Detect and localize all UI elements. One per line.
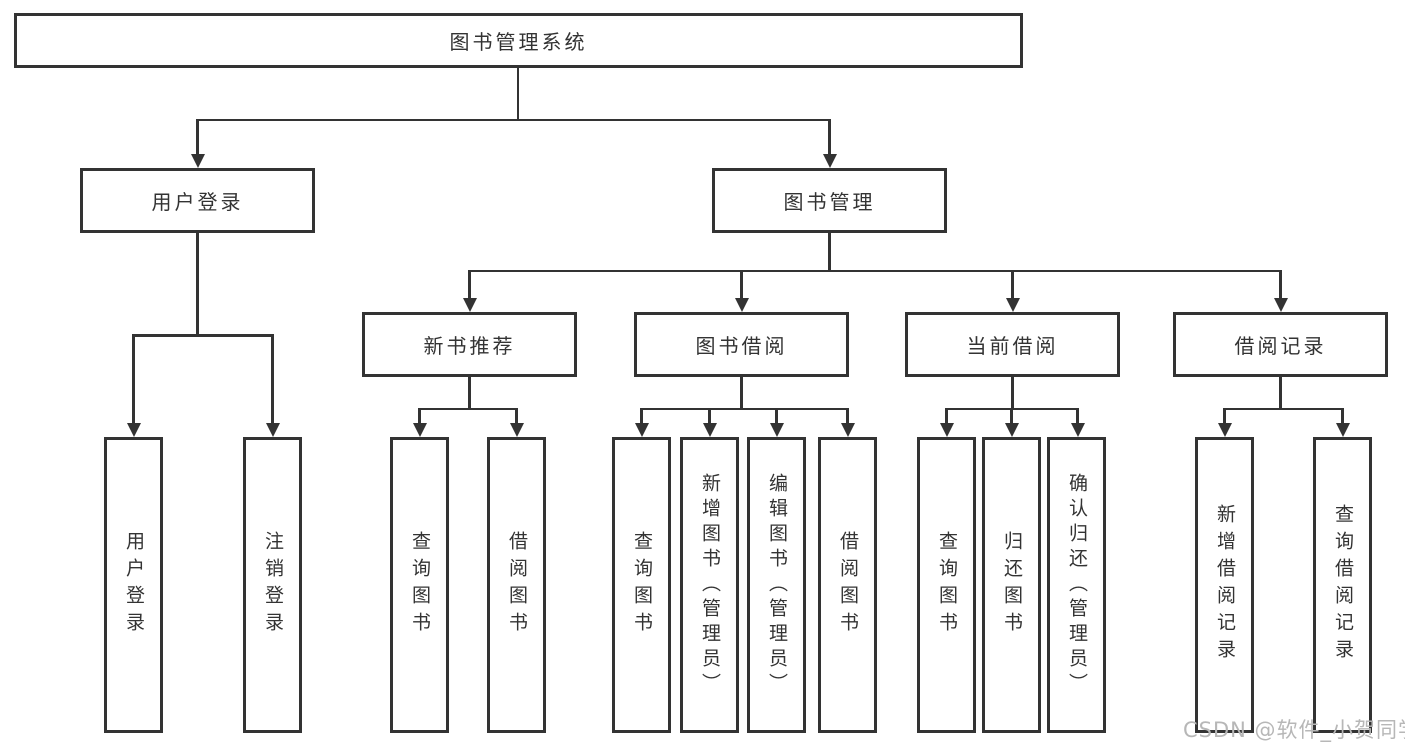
arrow-to-edit-books (769, 408, 785, 437)
arrow-to-borrow-books-2 (840, 408, 856, 437)
arrow-to-add-borrow-record (1217, 408, 1233, 437)
arrow-to-query-books-3 (939, 408, 955, 437)
node-label: 用户登录 (151, 190, 244, 214)
arrow-to-book-management (822, 119, 838, 168)
edge-borrow-records-stem (1279, 377, 1282, 409)
edge-root-stem (516, 68, 519, 120)
edge-book-management-rail (468, 269, 1282, 272)
leaf-query-books-1: 查询图书 (390, 437, 449, 733)
node-current-borrow: 当前借阅 (905, 312, 1120, 377)
edge-user-login-stem (196, 233, 199, 335)
arrow-to-borrow-books-1 (509, 408, 525, 437)
node-label: 新增图书（管理员） (699, 472, 721, 698)
leaf-query-borrow-record: 查询借阅记录 (1313, 437, 1372, 733)
leaf-add-books-admin: 新增图书（管理员） (680, 437, 739, 733)
leaf-query-books-3: 查询图书 (917, 437, 976, 733)
node-borrow-records: 借阅记录 (1173, 312, 1388, 377)
leaf-query-books-2: 查询图书 (612, 437, 671, 733)
node-label: 新增借阅记录 (1214, 504, 1236, 666)
node-label: 当前借阅 (966, 334, 1059, 358)
arrow-to-borrow-records (1273, 270, 1289, 312)
edge-book-borrow-rail (640, 407, 849, 410)
leaf-user-login: 用户登录 (104, 437, 163, 733)
edge-new-book-recommend-stem (468, 377, 471, 409)
edge-borrow-records-rail (1223, 407, 1344, 410)
edge-book-borrow-stem (740, 377, 743, 409)
node-label: 归还图书 (1001, 531, 1023, 639)
leaf-borrow-books-2: 借阅图书 (818, 437, 877, 733)
node-label: 用户登录 (123, 531, 145, 639)
arrow-to-logout-leaf (265, 334, 281, 437)
leaf-confirm-return-admin: 确认归还（管理员） (1047, 437, 1106, 733)
node-label: 借阅图书 (506, 531, 528, 639)
node-user-login: 用户登录 (80, 168, 315, 233)
edge-root-rail (196, 118, 831, 121)
node-label: 编辑图书（管理员） (766, 472, 788, 698)
node-label: 查询图书 (409, 531, 431, 639)
node-label: 图书管理 (783, 190, 876, 214)
arrow-to-current-borrow (1005, 270, 1021, 312)
node-label: 查询图书 (936, 531, 958, 639)
arrow-to-confirm-return (1070, 408, 1086, 437)
node-label: 借阅记录 (1234, 334, 1327, 358)
edge-book-management-stem (828, 233, 831, 271)
arrow-to-user-login (190, 119, 206, 168)
edge-user-login-rail (132, 334, 274, 337)
node-label: 新书推荐 (423, 334, 516, 358)
node-label: 查询图书 (631, 531, 653, 639)
node-label: 图书管理系统 (449, 30, 588, 54)
arrow-to-query-books-2 (634, 408, 650, 437)
edge-new-book-recommend-rail (418, 407, 518, 410)
node-label: 图书借阅 (695, 334, 788, 358)
arrow-to-query-books-1 (412, 408, 428, 437)
node-new-book-recommend: 新书推荐 (362, 312, 577, 377)
node-book-borrow: 图书借阅 (634, 312, 849, 377)
leaf-add-borrow-record: 新增借阅记录 (1195, 437, 1254, 733)
node-label: 查询借阅记录 (1332, 504, 1354, 666)
node-label: 确认归还（管理员） (1066, 472, 1088, 698)
arrow-to-add-books (702, 408, 718, 437)
arrow-to-new-book-recommend (462, 270, 478, 312)
leaf-edit-books-admin: 编辑图书（管理员） (747, 437, 806, 733)
node-book-management: 图书管理 (712, 168, 947, 233)
leaf-borrow-books-1: 借阅图书 (487, 437, 546, 733)
arrow-to-query-borrow-record (1335, 408, 1351, 437)
node-label: 注销登录 (262, 531, 284, 639)
arrow-to-login-leaf (126, 334, 142, 437)
node-library-management-system: 图书管理系统 (14, 13, 1023, 68)
edge-current-borrow-stem (1011, 377, 1014, 409)
node-label: 借阅图书 (837, 531, 859, 639)
arrow-to-book-borrow (734, 270, 750, 312)
leaf-return-books: 归还图书 (982, 437, 1041, 733)
csdn-watermark: CSDN @软件_小贺同学 (1183, 718, 1405, 742)
arrow-to-return-books (1004, 408, 1020, 437)
leaf-logout: 注销登录 (243, 437, 302, 733)
